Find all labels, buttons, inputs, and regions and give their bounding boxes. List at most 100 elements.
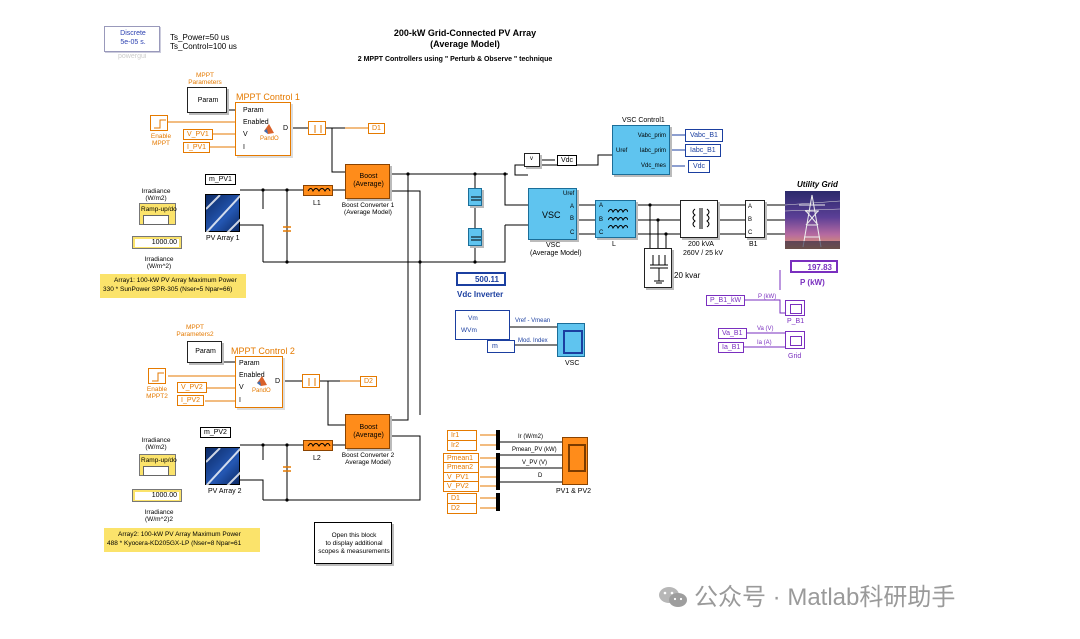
boost-converter-1[interactable]: Boost (Average) (345, 164, 390, 199)
vsc-port-c: C (570, 230, 575, 236)
wechat-logo (658, 585, 688, 609)
solar-panel-icon (206, 195, 241, 233)
array2-ramp-inner (143, 466, 169, 476)
mppt1-param-block[interactable]: Param (187, 87, 227, 113)
vsc-caption2: (Average Model) (530, 250, 582, 257)
mux-bar-2[interactable] (496, 453, 500, 472)
info-line3: scopes & measurements (318, 548, 390, 555)
array2-inductor[interactable] (303, 440, 333, 451)
vsc-control-port3: Vdc_mes (640, 163, 666, 169)
pv-scope-tag-vpv2[interactable]: V_PV2 (443, 481, 479, 492)
mppt1-port-v: V (243, 131, 248, 138)
inductor-icon (307, 443, 331, 448)
step-icon (154, 119, 166, 129)
powergui-mode: Discrete (120, 30, 146, 37)
vm-mux-block[interactable]: Vm WVm (455, 310, 510, 340)
mppt1-control-block[interactable]: Param Enabled V I D PandO (235, 102, 291, 156)
pv-array-2[interactable] (205, 447, 241, 486)
mppt1-i-tag[interactable]: I_PV1 (183, 142, 211, 153)
vsc-port-b: B (570, 216, 575, 222)
array2-ramp-block[interactable]: Ramp-up/do (139, 454, 177, 476)
mppt1-block-title: MPPT Control 1 (236, 92, 300, 102)
vdc-goto-tag[interactable]: Vdc (557, 155, 578, 166)
utility-grid-label: Utility Grid (797, 180, 838, 189)
info-line1: Open this block (331, 532, 377, 539)
vm-port: Vm (468, 315, 478, 322)
mppt1-v-tag[interactable]: V_PV1 (183, 129, 213, 140)
mppt1-rate-transition[interactable] (308, 121, 326, 135)
breaker-port-b: B (748, 217, 753, 223)
mppt2-port-param: Param (239, 360, 260, 367)
grid-scope-sig1: Va (V) (757, 326, 774, 332)
mppt1-port-param: Param (243, 107, 264, 114)
mppt2-param-block[interactable]: Param (187, 341, 222, 363)
mppt2-port-v: V (239, 384, 244, 391)
mux-bar-3[interactable] (496, 472, 500, 490)
vdc-from-tag[interactable]: Vdc (688, 160, 711, 173)
boost-converter-2[interactable]: Boost (Average) (345, 414, 390, 449)
ts-control-note: Ts_Control=100 us (170, 42, 237, 51)
mppt2-control-block[interactable]: Param Enabled V I D PandO (235, 356, 283, 408)
va-b1-tag[interactable]: Va_B1 (718, 328, 747, 339)
vabc-from-tag[interactable]: Vabc_B1 (685, 129, 723, 142)
p-b1-kw-tag[interactable]: P_B1_kW (706, 295, 746, 306)
ac-inductor-label: L (612, 241, 616, 248)
pv-scope-tag-d2[interactable]: D2 (447, 503, 477, 514)
mppt2-params-label: MPPT Parameters2 (176, 324, 214, 339)
array1-ramp-block[interactable]: Ramp-up/do (139, 203, 177, 225)
grid-scope[interactable] (785, 331, 805, 349)
p-b1-scope[interactable] (785, 300, 805, 316)
capacitor-bank[interactable] (644, 248, 672, 288)
vsc-sig1-label: Vref - Vmean (515, 318, 551, 324)
iabc-from-tag[interactable]: Iabc_B1 (685, 144, 721, 157)
vdc-voltage-sensor[interactable]: v (524, 153, 540, 167)
pv-scope-label: PV1 & PV2 (556, 488, 592, 495)
array2-note-line2: 488 * Kyocera-KD205GX-LP (Nser=8 Npar=61 (107, 540, 242, 547)
diagram-title-line2: (Average Model) (430, 39, 500, 49)
breaker-b1[interactable]: A B C (745, 200, 765, 238)
transformer-voltage: 260V / 25 kV (683, 250, 724, 257)
mppt1-d-goto[interactable]: D1 (368, 123, 385, 134)
additional-scopes-block[interactable]: Open this block to display additional sc… (314, 522, 392, 564)
pv-scope-tag-ir2[interactable]: Ir2 (447, 440, 477, 451)
boost2-caption: Boost Converter 2 Average Model) (341, 452, 395, 467)
array1-irr-display-inner (135, 239, 179, 247)
ac-inductor-L[interactable]: A B C (595, 200, 636, 238)
utility-grid-image[interactable] (785, 191, 840, 249)
array1-inductor[interactable] (303, 185, 333, 196)
array1-ramp-inner (143, 215, 169, 225)
mppt2-v-tag[interactable]: V_PV2 (177, 382, 207, 393)
mppt2-d-goto[interactable]: D2 (360, 376, 377, 387)
vsc-scope[interactable] (557, 323, 585, 357)
boost1-subtitle: (Average) (353, 181, 384, 188)
m-from-tag[interactable]: m (487, 340, 515, 353)
mppt2-i-tag[interactable]: I_PV2 (177, 395, 205, 406)
dc-bus-cap-upper[interactable] (468, 188, 482, 206)
array2-m-tag[interactable]: m_PV2 (200, 427, 231, 438)
vdc-inverter-value: 500.11 (474, 275, 499, 284)
pv-scope-sig3: V_PV (V) (522, 460, 548, 466)
mux-bar-1[interactable] (496, 430, 500, 450)
array1-m-tag[interactable]: m_PV1 (205, 174, 236, 185)
mppt1-params-label: MPPT Parameters (188, 72, 222, 87)
transmission-tower-icon (785, 194, 840, 249)
pv-array-1[interactable] (205, 194, 241, 233)
mppt2-rate-transition[interactable] (302, 374, 320, 388)
mppt1-port-d: D (283, 125, 289, 132)
mppt1-param-text: Param (197, 97, 219, 104)
scope-screen-icon (790, 336, 802, 346)
pv1-pv2-scope[interactable] (562, 437, 588, 485)
transformer-icon (692, 208, 710, 229)
powergui-block[interactable]: Discrete 5e-05 s. (104, 26, 160, 52)
mux-bar-4[interactable] (496, 493, 500, 511)
diagram-subtitle: 2 MPPT Controllers using " Perturb & Obs… (357, 56, 553, 63)
mppt1-enable-step[interactable] (150, 115, 168, 131)
pv-scope-sig1: Ir (W/m2) (518, 434, 543, 440)
matlab-function-icon (257, 376, 267, 386)
dc-bus-cap-lower[interactable] (468, 228, 482, 246)
ia-b1-tag[interactable]: Ia_B1 (718, 342, 745, 353)
mppt2-enable-step[interactable] (148, 368, 166, 384)
step-up-transformer[interactable] (680, 200, 718, 238)
vsc-converter-block[interactable]: Uref VSC A B C (528, 188, 577, 240)
vsc-control-block[interactable]: Uref Vabc_prim Iabc_prim Vdc_mes (612, 125, 670, 175)
